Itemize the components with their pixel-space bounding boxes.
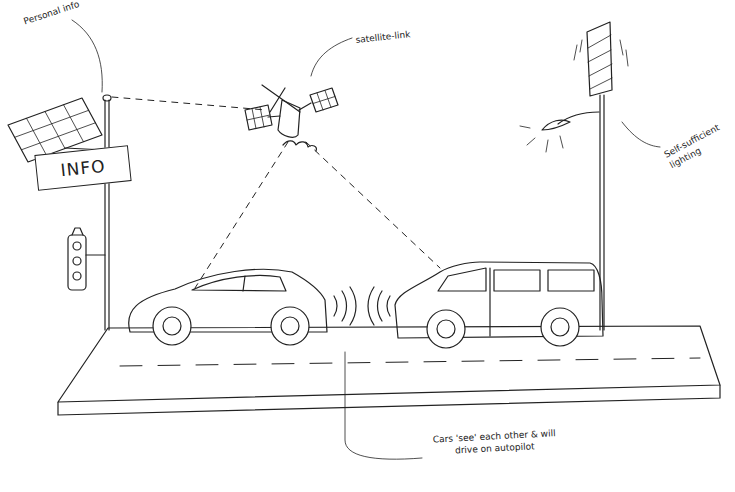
panel-grid [247, 115, 270, 120]
sensor-wave [350, 287, 356, 325]
motion-tick [574, 45, 577, 60]
motion-tick [626, 50, 628, 66]
wheel [153, 307, 191, 345]
panel-grid [45, 112, 65, 149]
van-window [548, 270, 594, 291]
signal-lamp [73, 272, 81, 280]
sensor-wave [334, 296, 337, 316]
lamp-arm [558, 112, 599, 124]
satellite-panel [310, 88, 338, 112]
callout-label: Self-sufficient lighting [662, 112, 735, 171]
callout-label: Personal info [22, 0, 102, 28]
leader-line [311, 38, 352, 76]
turbine-blade [588, 35, 611, 48]
panel-arm [299, 103, 311, 110]
window-pillar [243, 276, 245, 291]
lane-marking [120, 358, 700, 366]
motion-tick [580, 40, 582, 52]
light-arm [86, 254, 105, 255]
pole [104, 100, 105, 330]
signal-link [306, 142, 440, 268]
satellite-antenna [262, 85, 300, 112]
van-window [438, 268, 486, 291]
turbine-blade [590, 78, 612, 89]
panel-grid [21, 123, 95, 150]
sensor-head [103, 95, 111, 101]
car-window [192, 276, 286, 291]
panel-grid [27, 118, 47, 155]
wheel [541, 308, 579, 346]
leader-line [72, 20, 102, 92]
sensor-wave [387, 296, 390, 316]
lamp-head [542, 120, 570, 130]
annotation-note: Cars 'see' each other & will drive on au… [424, 427, 565, 459]
satellite-body [278, 100, 300, 137]
motion-tick [620, 40, 623, 55]
satellite-antenna [270, 88, 285, 112]
wheel-hub [163, 317, 181, 335]
wheel-hub [281, 317, 299, 335]
light-ray [520, 126, 530, 128]
signal-lamp [73, 257, 81, 265]
pole [108, 100, 109, 330]
sensor-wave [368, 287, 374, 325]
light-ray [527, 138, 535, 145]
turbine-blade [588, 50, 611, 62]
light-cap [72, 228, 83, 235]
sensor-wave [342, 291, 347, 321]
panel-grid [15, 110, 89, 137]
panel-grid [313, 97, 335, 104]
wheel-hub [551, 318, 569, 336]
panel-arm [268, 116, 280, 117]
light-ray [560, 136, 563, 148]
door-line [489, 268, 490, 336]
signal-link [195, 142, 288, 288]
road-edge [58, 385, 720, 415]
sensor-wave [378, 291, 383, 321]
sign-text: INFO [60, 156, 107, 181]
wheel [427, 310, 465, 348]
callout-label: satellite-link [355, 25, 446, 46]
pole [599, 95, 600, 330]
leader-line [345, 352, 422, 459]
turbine-blade [589, 64, 612, 76]
traffic-light [68, 235, 86, 290]
van-window [494, 270, 540, 291]
light-ray [546, 140, 548, 152]
signal-link [112, 97, 266, 110]
panel-grid [64, 105, 84, 142]
wheel-hub [437, 320, 455, 338]
wind-turbine [587, 22, 612, 96]
pole [603, 95, 604, 330]
info-sign: INFO [34, 145, 131, 191]
signal-lamp [73, 242, 81, 250]
leader-line [622, 122, 660, 147]
wheel [271, 307, 309, 345]
